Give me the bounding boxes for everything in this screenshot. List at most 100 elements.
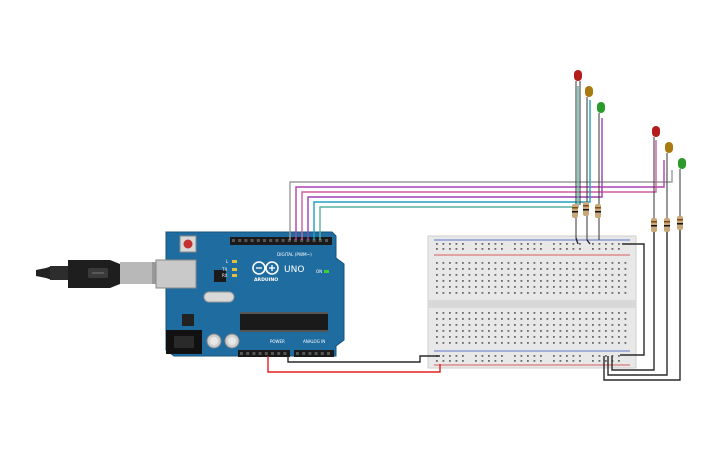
breadboard-hole xyxy=(553,243,555,245)
led-set-right[interactable] xyxy=(651,126,686,232)
breadboard-hole xyxy=(540,292,542,294)
breadboard-hole xyxy=(618,248,620,250)
breadboard-hole xyxy=(514,262,516,264)
breadboard-hole xyxy=(481,355,484,357)
breadboard-hole xyxy=(527,330,529,332)
breadboard-hole xyxy=(611,355,614,357)
breadboard-hole xyxy=(559,355,562,357)
breadboard-hole xyxy=(598,268,601,270)
breadboard-hole xyxy=(611,243,614,245)
breadboard-hole xyxy=(507,330,510,332)
breadboard-hole xyxy=(442,274,445,276)
breadboard-hole xyxy=(592,262,594,264)
breadboard-hole xyxy=(481,360,484,362)
digital-header[interactable] xyxy=(230,237,332,245)
breadboard-hole xyxy=(546,286,549,288)
breadboard-hole xyxy=(449,330,451,332)
breadboard-hole xyxy=(579,360,581,362)
breadboard-hole xyxy=(507,312,510,314)
breadboard-hole xyxy=(520,274,523,276)
breadboard-hole xyxy=(624,268,627,270)
breadboard-hole xyxy=(494,355,497,357)
breadboard-hole xyxy=(579,318,581,320)
analog-pin-hole xyxy=(327,352,330,355)
breadboard-hole xyxy=(481,286,484,288)
breadboard-hole xyxy=(553,330,555,332)
breadboard-hole xyxy=(533,318,536,320)
l-label: L xyxy=(226,259,229,264)
breadboard[interactable] xyxy=(427,235,637,369)
breadboard-hole xyxy=(527,243,529,245)
rx-label: RX xyxy=(222,273,228,278)
digital-pin-hole xyxy=(312,239,316,242)
breadboard-hole xyxy=(605,286,607,288)
breadboard-hole xyxy=(605,268,607,270)
breadboard-hole xyxy=(559,318,562,320)
breadboard-hole xyxy=(462,336,464,338)
breadboard-hole xyxy=(611,248,614,250)
analog-header[interactable] xyxy=(294,350,334,357)
breadboard-hole xyxy=(527,360,529,362)
usb-chip xyxy=(214,270,226,282)
breadboard-hole xyxy=(572,355,575,357)
breadboard-hole xyxy=(442,280,445,282)
breadboard-hole xyxy=(481,243,484,245)
breadboard-hole xyxy=(611,324,614,326)
breadboard-hole xyxy=(624,286,627,288)
breadboard-hole xyxy=(481,292,484,294)
breadboard-hole xyxy=(546,330,549,332)
digital-pin-hole xyxy=(263,239,266,242)
tx-label: TX xyxy=(221,267,227,272)
breadboard-hole xyxy=(501,286,503,288)
breadboard-hole xyxy=(501,336,503,338)
breadboard-hole xyxy=(462,280,464,282)
breadboard-hole xyxy=(618,318,620,320)
breadboard-hole xyxy=(533,243,536,245)
breadboard-hole xyxy=(553,268,555,270)
breadboard-hole xyxy=(475,280,477,282)
breadboard-hole xyxy=(592,342,594,344)
breadboard-hole xyxy=(559,248,562,250)
breadboard-hole xyxy=(475,248,477,250)
breadboard-hole xyxy=(449,286,451,288)
breadboard-hole xyxy=(566,274,568,276)
breadboard-hole xyxy=(520,312,523,314)
breadboard-hole xyxy=(540,274,542,276)
breadboard-hole xyxy=(449,324,451,326)
breadboard-hole xyxy=(585,268,588,270)
breadboard-hole xyxy=(566,312,568,314)
breadboard-hole xyxy=(598,292,601,294)
breadboard-hole xyxy=(579,330,581,332)
breadboard-hole xyxy=(442,268,445,270)
power-header[interactable] xyxy=(238,350,290,357)
breadboard-hole xyxy=(624,336,627,338)
breadboard-hole xyxy=(527,318,529,320)
arduino-uno-board[interactable]: AREF DIGITAL (PWM~) L TX RX ON ARDUINO U… xyxy=(155,228,345,357)
breadboard-hole xyxy=(540,248,542,250)
breadboard-hole xyxy=(442,243,445,245)
breadboard-hole xyxy=(442,262,445,264)
reset-button[interactable] xyxy=(179,235,197,253)
breadboard-hole xyxy=(598,274,601,276)
breadboard-hole xyxy=(449,280,451,282)
breadboard-hole xyxy=(468,336,471,338)
green-led-left xyxy=(597,102,605,240)
breadboard-hole xyxy=(572,324,575,326)
breadboard-hole xyxy=(501,360,503,362)
breadboard-hole xyxy=(533,280,536,282)
breadboard-hole xyxy=(566,355,568,357)
breadboard-hole xyxy=(553,262,555,264)
breadboard-hole xyxy=(566,292,568,294)
breadboard-hole xyxy=(455,342,458,344)
breadboard-hole xyxy=(527,342,529,344)
led-set-left[interactable] xyxy=(572,70,605,240)
breadboard-hole xyxy=(462,292,464,294)
breadboard-hole xyxy=(572,280,575,282)
breadboard-hole xyxy=(442,330,445,332)
breadboard-hole xyxy=(501,312,503,314)
analog-label: ANALOG IN xyxy=(303,339,325,344)
breadboard-hole xyxy=(462,355,464,357)
breadboard-hole xyxy=(579,342,581,344)
breadboard-hole xyxy=(462,318,464,320)
breadboard-hole xyxy=(475,243,477,245)
